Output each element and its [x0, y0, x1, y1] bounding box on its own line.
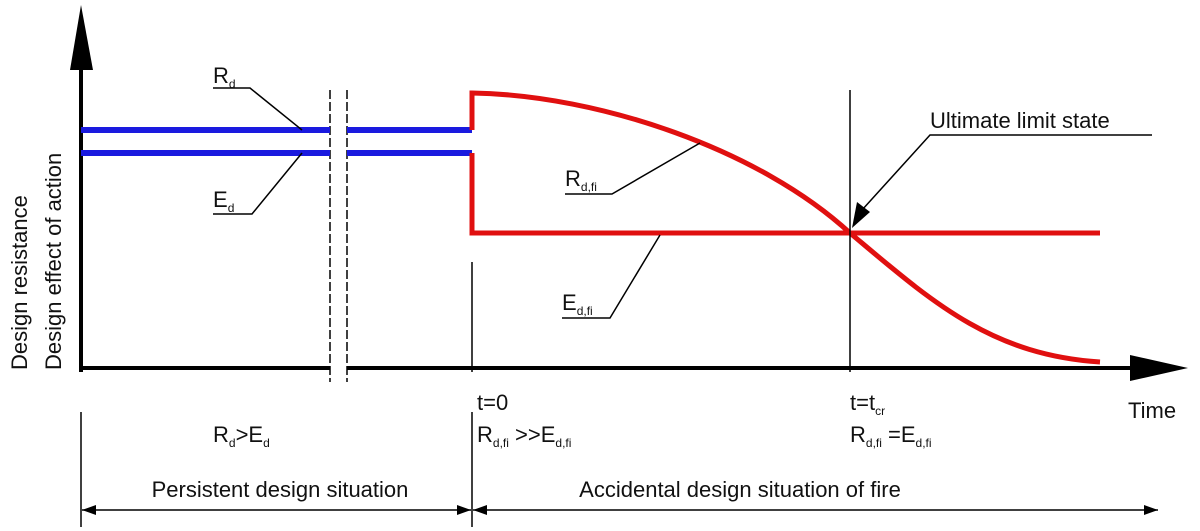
- y-axis-label-1: Design resistance: [7, 195, 32, 370]
- uls-arrow-icon: [852, 202, 870, 228]
- svg-text:Rd,fi: Rd,fi: [565, 166, 597, 194]
- persistent-condition: Rd>Ed: [213, 422, 270, 450]
- x-axis: [81, 355, 1188, 381]
- y-axis-arrow-icon: [70, 5, 93, 70]
- accidental-situation-label: Accidental design situation of fire: [579, 477, 901, 502]
- rd-fi-leader: Rd,fi: [565, 142, 701, 195]
- svg-text:Ed,fi: Ed,fi: [562, 290, 593, 318]
- axis-break: [329, 90, 348, 382]
- tcr-label: t=tcr: [850, 390, 885, 418]
- ed-fi-leader: Ed,fi: [562, 234, 661, 319]
- y-axis-label-2: Design effect of action: [41, 153, 66, 370]
- svg-text:Rd: Rd: [213, 63, 236, 91]
- uls-leader: Ultimate limit state: [852, 108, 1152, 228]
- t0-condition: Rd,fi >>Ed,fi: [477, 422, 571, 450]
- persistent-situation-label: Persistent design situation: [152, 477, 409, 502]
- x-axis-arrow-icon: [1130, 355, 1188, 381]
- rd-leader: Rd: [213, 63, 303, 131]
- svg-text:Ed: Ed: [213, 187, 234, 215]
- ed-leader: Ed: [213, 152, 303, 215]
- x-axis-label: Time: [1128, 398, 1176, 423]
- y-axis: [70, 5, 93, 372]
- ed-fi-line: [469, 153, 1100, 236]
- svg-text:Ultimate limit state: Ultimate limit state: [930, 108, 1110, 133]
- t0-label: t=0: [477, 390, 508, 415]
- rd-fi-curve: [469, 90, 1101, 365]
- tcr-condition: Rd,fi =Ed,fi: [850, 422, 932, 450]
